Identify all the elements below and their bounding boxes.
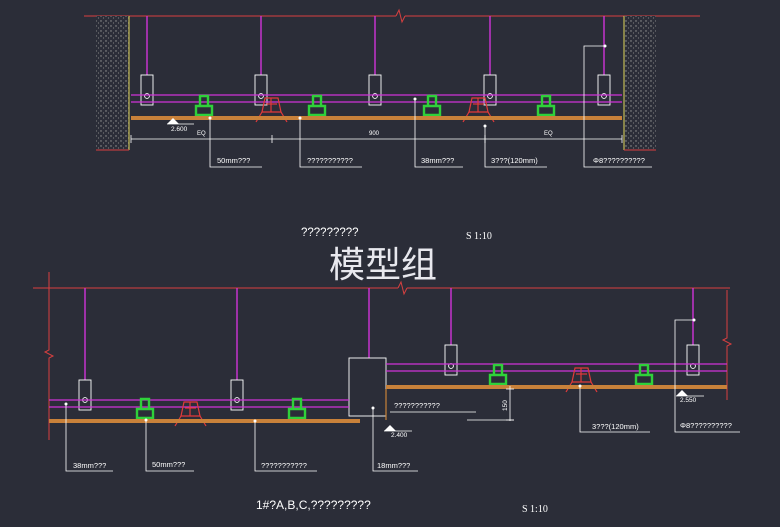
bottom-callout-light-fixture: 3???(120mm) — [592, 422, 639, 431]
left-wall — [96, 16, 129, 150]
top-callout-light-fixture: 3???(120mm) — [491, 156, 538, 165]
right-wall — [624, 16, 656, 150]
bottom-slab-line — [33, 280, 730, 296]
top-callout-main-channel: 38mm??? — [421, 156, 454, 165]
dim-right-eq: EQ — [544, 131, 553, 137]
bottom-leaders — [65, 319, 740, 472]
bottom-ceiling-board-high — [386, 385, 727, 389]
bottom-callout-runner-spec: ??????????? — [261, 461, 307, 470]
bottom-level-marker-right — [676, 390, 688, 396]
watermark-text: 模型组 — [329, 245, 437, 286]
top-main-channel — [131, 94, 622, 103]
top-level-value: 2.600 — [171, 126, 188, 133]
bottom-hanger-clips — [78, 344, 700, 411]
bottom-level-right-value: 2.550 — [680, 397, 697, 404]
top-hanger-clips — [140, 74, 611, 106]
bottom-main-channel-low — [49, 399, 349, 408]
bottom-main-channel-high — [386, 363, 727, 372]
top-scale: S 1:10 — [466, 231, 492, 242]
bottom-step-dimension — [467, 386, 514, 421]
top-ceiling-board — [131, 116, 622, 120]
bottom-callout-main-channel: 38mm??? — [73, 461, 106, 470]
bottom-level-marker-step — [384, 425, 396, 431]
top-runners — [194, 94, 556, 117]
bottom-caption: 1#?A,B,C,????????? — [256, 498, 371, 512]
bottom-step-height: 150 — [502, 400, 509, 411]
bottom-section: 150 2.400 2.550 38mm??? 50mm??? ????????… — [33, 272, 740, 515]
top-level-marker — [167, 118, 179, 124]
top-caption: ????????? — [301, 227, 359, 239]
dim-middle: 900 — [369, 131, 380, 137]
bottom-callout-step-note: ??????????? — [394, 401, 440, 410]
bottom-side-breaks — [43, 272, 733, 440]
top-hanger-rods — [146, 16, 605, 78]
bottom-step-box — [348, 357, 387, 417]
top-callout-runner-spec: ??????????? — [307, 156, 353, 165]
bottom-callout-hanger-rod: Φ8?????????? — [680, 421, 732, 430]
bottom-ceiling-board-low — [49, 419, 360, 423]
bottom-level-step-value: 2.400 — [391, 432, 408, 439]
bottom-runners — [135, 363, 654, 420]
bottom-scale: S 1:10 — [522, 504, 548, 515]
bottom-callout-ceiling-board: 50mm??? — [152, 460, 185, 469]
bottom-hanger-rods — [84, 288, 694, 382]
top-callout-hanger-rod: Φ8?????????? — [593, 156, 645, 165]
dim-left-eq: EQ — [197, 131, 206, 137]
top-slab-line — [84, 8, 700, 24]
top-leaders — [209, 45, 652, 168]
top-callout-ceiling-board: 50mm??? — [217, 156, 250, 165]
bottom-callout-step-board: 18mm??? — [377, 461, 410, 470]
top-section: EQ 900 EQ 2.600 50mm??? ??????????? 38mm… — [84, 8, 700, 242]
